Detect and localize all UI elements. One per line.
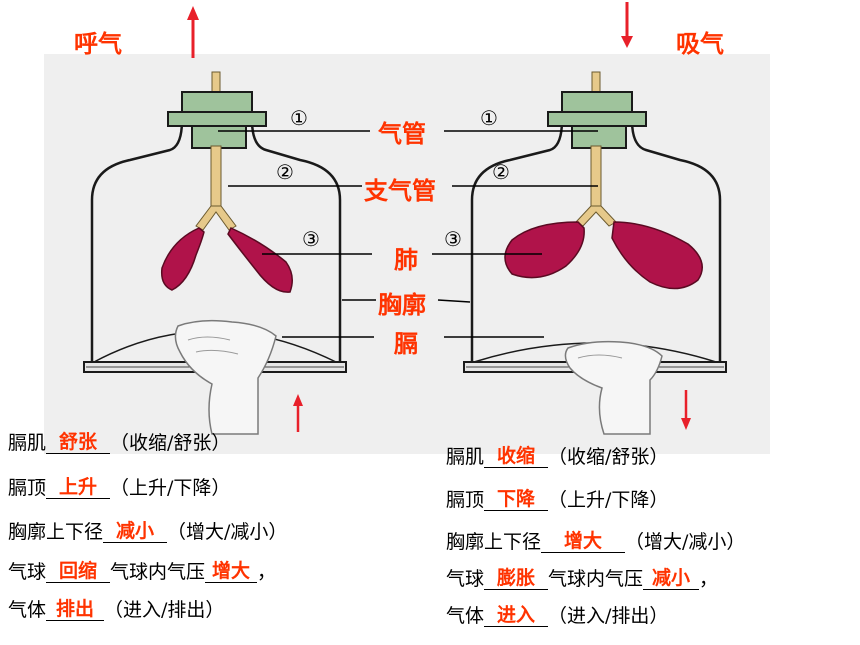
right-q-gas: 气体进入（进入/排出）	[446, 604, 669, 627]
left-answer-gas: 排出	[46, 598, 105, 621]
label-pointer-lines	[218, 130, 598, 338]
left-q-diaphragm-muscle: 膈肌舒张（收缩/舒张）	[8, 431, 231, 454]
left-lung-right	[227, 227, 293, 293]
exhale-arrow-up	[187, 6, 199, 58]
left-stopper-top	[181, 91, 253, 115]
left-bell-jar	[83, 71, 347, 435]
right-stopper-top	[561, 91, 633, 115]
label-bronchus: 支气管	[364, 177, 436, 205]
right-answer-pressure: 减小	[643, 567, 700, 590]
right-q-diaphragm-top: 膈顶下降（上升/下降）	[446, 488, 669, 511]
right-answer-balloon: 膨胀	[484, 567, 549, 590]
label-trachea: 气管	[378, 120, 426, 148]
left-answer-balloon: 回缩	[46, 560, 111, 583]
marker-1-right: ①	[480, 106, 498, 130]
left-q-thorax-diameter: 胸廓上下径减小（增大/减小）	[8, 520, 288, 543]
exhale-title: 呼气	[74, 30, 122, 58]
inhale-arrow-down	[621, 2, 633, 48]
left-q-balloon: 气球回缩气球内气压增大，	[8, 560, 277, 583]
right-answer-thorax-diameter: 增大	[541, 530, 626, 553]
inhale-title: 吸气	[676, 30, 724, 58]
marker-2-left: ②	[276, 160, 294, 184]
right-lung-right	[611, 221, 703, 290]
right-answer-diaphragm-top: 下降	[484, 488, 549, 511]
right-lung-left	[504, 221, 585, 279]
right-hand	[564, 340, 663, 435]
right-bell-jar	[463, 71, 727, 435]
marker-2-right: ②	[492, 160, 510, 184]
label-thorax: 胸廓	[378, 291, 426, 319]
right-answer-diaphragm-muscle: 收缩	[484, 445, 549, 468]
left-answer-diaphragm-muscle: 舒张	[46, 431, 111, 454]
left-lung-left	[160, 227, 205, 291]
label-diaphragm: 膈	[394, 330, 418, 358]
left-answer-thorax-diameter: 减小	[103, 520, 168, 543]
left-answer-pressure: 增大	[205, 560, 258, 583]
left-push-arrow-up	[293, 394, 303, 432]
left-answer-diaphragm-top: 上升	[46, 476, 111, 499]
right-q-balloon: 气球膨胀气球内气压减小，	[446, 567, 719, 590]
right-pull-arrow-down	[681, 390, 691, 430]
right-q-diaphragm-muscle: 膈肌收缩（收缩/舒张）	[446, 445, 669, 468]
right-q-thorax-diameter: 胸廓上下径增大（增大/减小）	[446, 530, 746, 553]
left-q-diaphragm-top: 膈顶上升（上升/下降）	[8, 476, 231, 499]
label-lung: 肺	[394, 246, 418, 274]
left-q-gas: 气体排出（进入/排出）	[8, 598, 225, 621]
marker-3-right: ③	[444, 227, 462, 251]
left-hand	[174, 319, 277, 435]
marker-3-left: ③	[302, 227, 320, 251]
right-answer-gas: 进入	[484, 604, 549, 627]
marker-1-left: ①	[290, 106, 308, 130]
